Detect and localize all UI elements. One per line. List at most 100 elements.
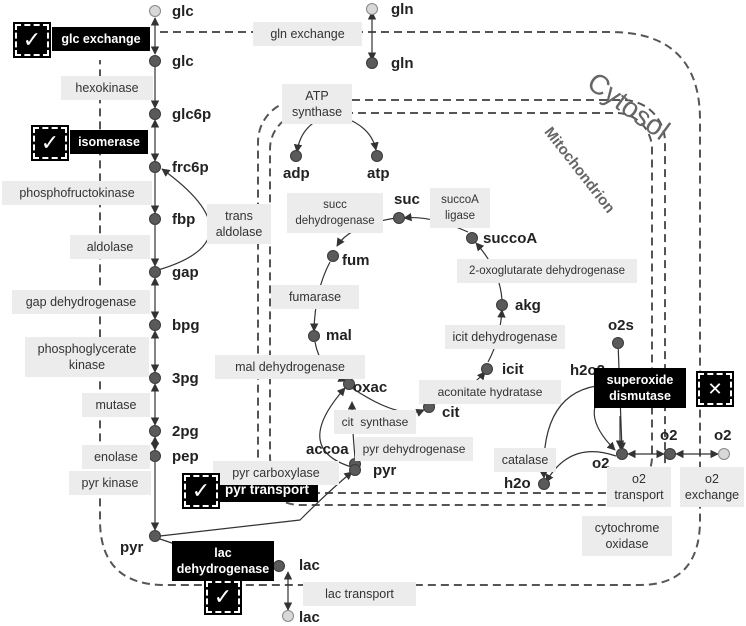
- mal-label: mal: [326, 327, 352, 344]
- gln-node[interactable]: [366, 57, 378, 69]
- superoxide-dismutase-cross-icon[interactable]: ✕: [696, 371, 734, 407]
- h2o-label: h2o: [504, 475, 531, 492]
- pyr-carboxylase-box[interactable]: pyr carboxylase: [213, 461, 339, 485]
- hexokinase-box[interactable]: hexokinase: [61, 76, 153, 100]
- pyr-transport-check-icon[interactable]: ✓: [182, 473, 220, 509]
- succoa-label: succoA: [483, 230, 537, 247]
- o2-ext-label: o2: [714, 427, 732, 444]
- gln-ext-node[interactable]: [366, 3, 378, 15]
- glc-ext-label: glc: [172, 3, 194, 20]
- bpg-node[interactable]: [149, 319, 161, 331]
- lac-transport-box[interactable]: lac transport: [303, 582, 416, 606]
- bpg-label: bpg: [172, 317, 200, 334]
- 3pg-label: 3pg: [172, 370, 199, 387]
- akg-node[interactable]: [496, 299, 508, 311]
- aldolase-text: aldolase: [86, 240, 134, 254]
- o2-cyt-label: o2: [660, 427, 678, 444]
- lac-dehydrogenase-line1: lac: [214, 546, 232, 560]
- mal-dehydrogenase-box[interactable]: mal dehydrogenase: [215, 355, 365, 379]
- trans-aldolase-line2: aldolase: [215, 225, 263, 239]
- phosphofructokinase-box[interactable]: phosphofructokinase: [2, 181, 152, 205]
- o2-exchange-box[interactable]: o2 exchange: [680, 467, 744, 507]
- pep-node[interactable]: [149, 450, 161, 462]
- superoxide-dismutase-line1: superoxide: [606, 373, 674, 387]
- aconitate-hydratase-box[interactable]: aconitate hydratase: [419, 380, 561, 404]
- atp-label: atp: [367, 165, 390, 182]
- icit-node[interactable]: [481, 363, 493, 375]
- frc6p-node[interactable]: [149, 161, 161, 173]
- o2-transport-line1: o2: [632, 472, 646, 486]
- gap-dehydrogenase-box[interactable]: gap dehydrogenase: [12, 290, 150, 314]
- gap-label: gap: [172, 264, 199, 281]
- isomerase-check-icon[interactable]: ✓: [31, 125, 69, 161]
- adp-node[interactable]: [290, 150, 302, 162]
- lac-ext-label: lac: [299, 609, 320, 626]
- pyr-dehydrogenase-box[interactable]: pyr dehydrogenase: [355, 437, 473, 461]
- glc-exchange-box[interactable]: glc exchange: [52, 27, 150, 51]
- lac-dehydrogenase-check-icon[interactable]: ✓: [204, 579, 242, 615]
- glc-label: glc: [172, 53, 194, 70]
- 3pg-node[interactable]: [149, 372, 161, 384]
- o2-ext-node[interactable]: [718, 448, 730, 460]
- superoxide-dismutase-box[interactable]: superoxide dismutase: [594, 368, 686, 408]
- oxoglutarate-dehydrogenase-box[interactable]: 2-oxoglutarate dehydrogenase: [457, 259, 637, 283]
- h2o-node[interactable]: [538, 478, 550, 490]
- gap-node[interactable]: [149, 266, 161, 278]
- o2s-node[interactable]: [612, 337, 624, 349]
- lac-node[interactable]: [273, 560, 285, 572]
- aldolase-box[interactable]: aldolase: [70, 235, 150, 259]
- gln-label: gln: [391, 55, 414, 72]
- succ-dehydrogenase-line2: dehydrogenase: [295, 215, 375, 227]
- fum-node[interactable]: [327, 250, 339, 262]
- glc6p-label: glc6p: [172, 106, 211, 123]
- phosphoglycerate-kinase-line1: phosphoglycerate: [37, 342, 137, 356]
- superoxide-dismutase-line2: dismutase: [609, 389, 671, 403]
- glc-ext-node[interactable]: [149, 5, 161, 17]
- cit-label: cit: [442, 404, 460, 421]
- o2-exchange-line2: exchange: [684, 488, 740, 502]
- 2pg-node[interactable]: [149, 425, 161, 437]
- cytosol-border: [99, 31, 701, 586]
- catalase-box[interactable]: catalase: [494, 448, 556, 472]
- o2s-label: o2s: [608, 317, 634, 334]
- akg-label: akg: [515, 297, 541, 314]
- pyr-mito-node[interactable]: [349, 464, 361, 476]
- oxac-label: oxac: [353, 379, 387, 396]
- pyr-kinase-box[interactable]: pyr kinase: [69, 471, 151, 495]
- mutase-box[interactable]: mutase: [82, 393, 150, 417]
- gln-ext-label: gln: [391, 1, 414, 18]
- accoa-label: accoa: [306, 441, 349, 458]
- succoa-ligase-line1: succoA: [441, 194, 479, 206]
- glc6p-node[interactable]: [149, 108, 161, 120]
- succ-dehydrogenase-line1: succ: [323, 199, 347, 211]
- gln-exchange-box[interactable]: gln exchange: [253, 22, 362, 46]
- o2-node[interactable]: [616, 448, 628, 460]
- succ-dehydrogenase-box[interactable]: succ dehydrogenase: [287, 193, 383, 233]
- o2-exchange-line1: o2: [705, 472, 719, 486]
- mal-node[interactable]: [308, 330, 320, 342]
- glc-exchange-check-icon[interactable]: ✓: [13, 22, 51, 58]
- succoa-ligase-box[interactable]: succoA ligase: [430, 188, 490, 228]
- succoa-node[interactable]: [466, 232, 478, 244]
- atp-node[interactable]: [371, 150, 383, 162]
- succoa-ligase-line2: ligase: [444, 210, 476, 222]
- pyr-node[interactable]: [149, 530, 161, 542]
- fbp-label: fbp: [172, 211, 195, 228]
- o2-label: o2: [592, 455, 610, 472]
- fbp-node[interactable]: [149, 213, 161, 225]
- cit-synthase-box[interactable]: cit synthase: [334, 410, 416, 434]
- suc-node[interactable]: [393, 212, 405, 224]
- glc-node[interactable]: [149, 55, 161, 67]
- fumarase-box[interactable]: fumarase: [271, 285, 359, 309]
- icit-dehydrogenase-box[interactable]: icit dehydrogenase: [445, 325, 565, 349]
- o2-cyt-node[interactable]: [664, 448, 676, 460]
- lac-ext-node[interactable]: [282, 610, 294, 622]
- isomerase-box[interactable]: isomerase: [70, 130, 148, 154]
- enolase-box[interactable]: enolase: [82, 445, 150, 469]
